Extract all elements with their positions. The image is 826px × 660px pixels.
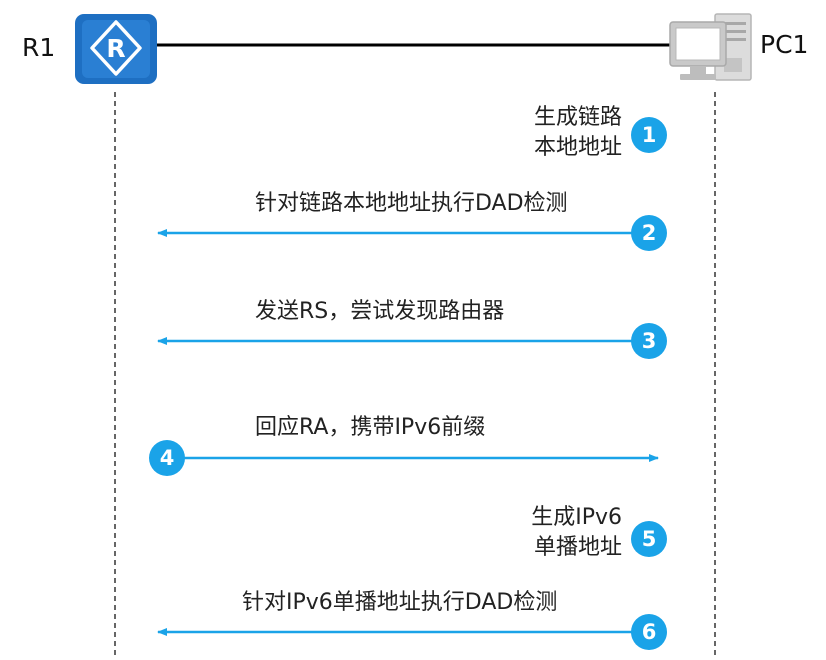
svg-text:R: R: [106, 34, 125, 63]
step-4-badge: 4: [149, 440, 185, 476]
step-1-text-line2: 本地地址: [533, 135, 622, 160]
step-4-text: 回应RA，携带IPv6前缀: [255, 415, 486, 440]
step-3-badge: 3: [631, 323, 667, 359]
step-1-text-line1: 生成链路: [533, 105, 622, 130]
step-5-badge: 5: [631, 521, 667, 557]
step-5-text-line1: 生成IPv6: [531, 505, 622, 530]
step-2-text: 针对链路本地地址执行DAD检测: [255, 191, 568, 216]
step-2-badge: 2: [631, 215, 667, 251]
step-1-badge: 1: [631, 117, 667, 153]
step-5-text-line2: 单播地址: [533, 535, 622, 560]
router-icon: R: [75, 14, 157, 84]
step-6-badge: 6: [631, 614, 667, 650]
step-3-text: 发送RS，尝试发现路由器: [255, 299, 505, 324]
pc-label: PC1: [760, 30, 809, 59]
step-6-text: 针对IPv6单播地址执行DAD检测: [242, 590, 558, 615]
pc-icon: [669, 13, 752, 81]
router-label: R1: [22, 33, 56, 62]
